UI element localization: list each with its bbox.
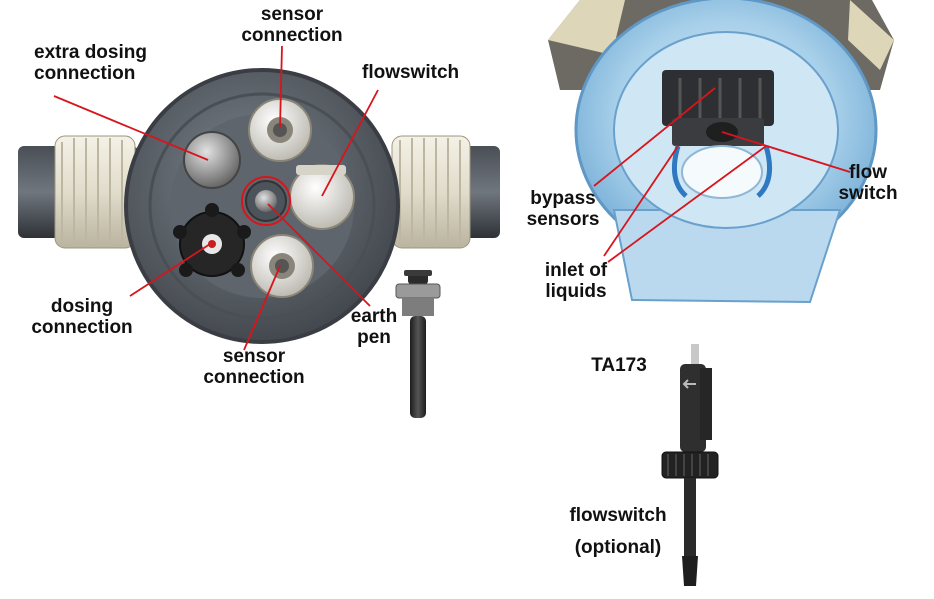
housing-top-view xyxy=(18,68,500,344)
label-earth-pen: earth pen xyxy=(350,306,398,348)
leader-lines xyxy=(53,45,851,351)
label-sensor-connection-bottom: sensor connection xyxy=(203,346,305,388)
leader-flow-switch xyxy=(721,131,851,173)
housing-inside-view xyxy=(548,0,894,304)
leader-dosing xyxy=(129,243,211,297)
leader-sensor-bottom xyxy=(243,265,281,351)
label-dosing-connection: dosing connection xyxy=(31,296,133,338)
leader-inlet-right xyxy=(607,145,767,263)
leader-bypass xyxy=(593,87,716,187)
label-flow-switch: flow switch xyxy=(838,162,898,204)
leader-extra-dosing xyxy=(53,95,209,161)
label-flowswitch: flowswitch xyxy=(362,62,460,83)
label-part-number: TA173 xyxy=(591,355,647,376)
label-flowswitch-optional: flowswitch (optional) xyxy=(569,505,667,558)
earth-pen-part xyxy=(395,270,441,418)
label-bypass-sensors: bypass sensors xyxy=(526,188,600,230)
leader-flowswitch xyxy=(321,89,379,197)
leader-sensor-top xyxy=(279,45,283,129)
label-extra-dosing-connection: extra dosing connection xyxy=(34,42,147,84)
label-inlet-of-liquids: inlet of liquids xyxy=(544,260,608,302)
leader-inlet-left xyxy=(603,145,679,257)
leader-earth-pen xyxy=(267,203,371,307)
ta173-flowswitch-part xyxy=(661,344,719,586)
label-sensor-connection-top: sensor connection xyxy=(241,4,343,46)
